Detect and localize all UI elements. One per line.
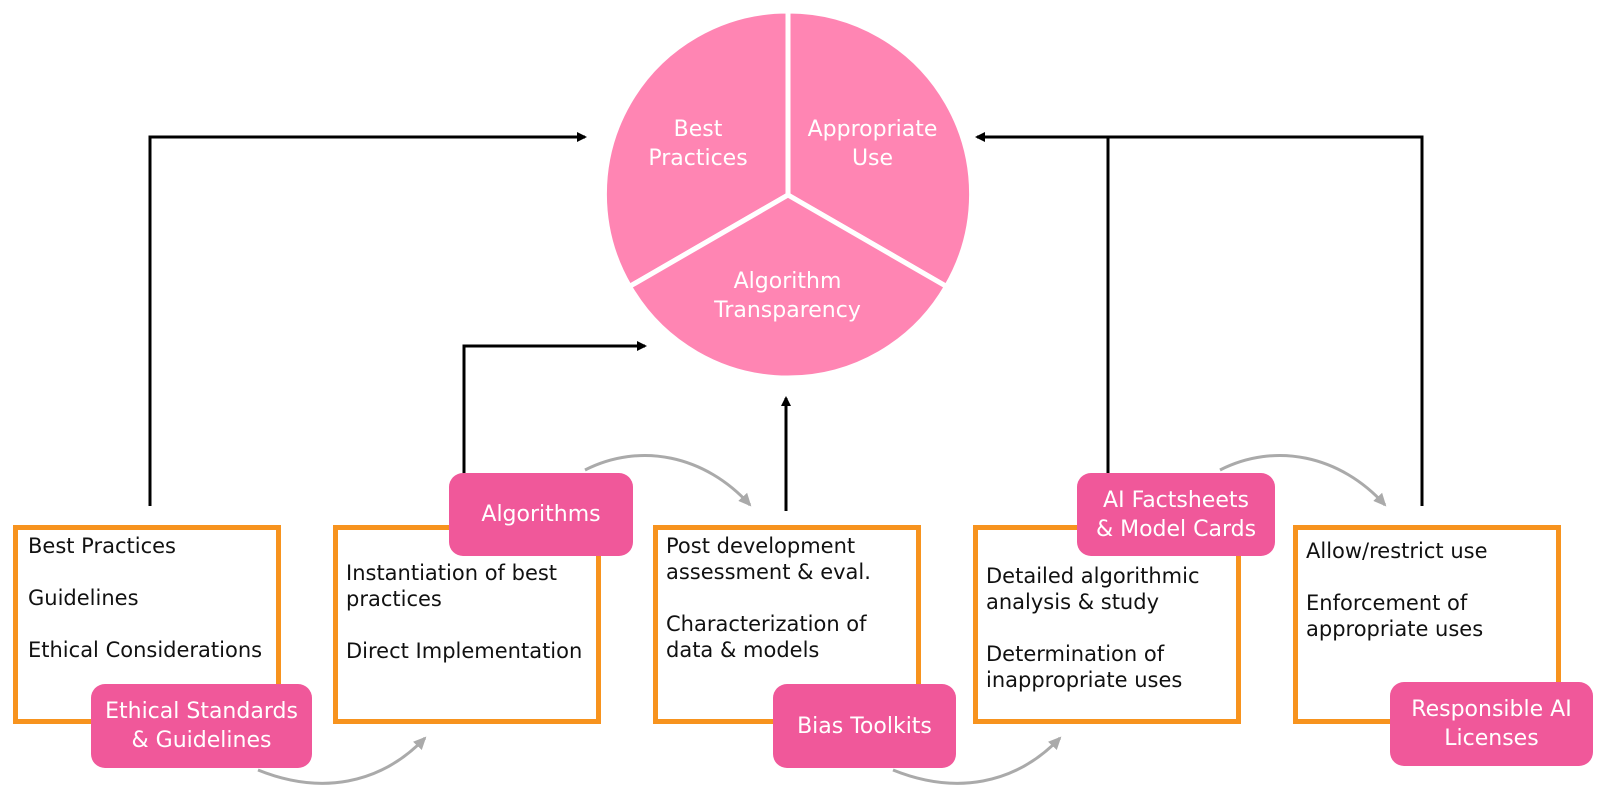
box-algorithms-text: Instantiation of best practices Direct I… (346, 561, 583, 663)
tag-ai-factsheets: AI Factsheets & Model Cards (1077, 473, 1275, 556)
gray-flow-arrows (257, 454, 1387, 785)
curve-arrow-1-to-2 (257, 736, 427, 785)
tag-algorithms: Algorithms (449, 473, 633, 556)
pie-segment-algorithm-transparency (626, 192, 950, 381)
tag-responsible-ai-licenses: Responsible AI Licenses (1390, 682, 1593, 766)
box-algorithms (333, 525, 601, 724)
box-ai-factsheets-text: Detailed algorithmic analysis & study De… (986, 564, 1200, 692)
pie-label-algorithm-transparency: Algorithm Transparency (714, 269, 861, 323)
black-arrows (148, 132, 1424, 511)
box-responsible-ai-licenses-text: Allow/restrict use Enforcement of approp… (1306, 539, 1488, 641)
arrow-algorithms-to-pie (462, 341, 647, 473)
box-bias-toolkits-text: Post development assessment & eval. Char… (666, 534, 871, 662)
box-ethical-standards-text: Best Practices Guidelines Ethical Consid… (28, 534, 263, 662)
tag-bias-toolkits: Bias Toolkits (773, 684, 956, 768)
tag-ethical-standards: Ethical Standards & Guidelines (91, 684, 312, 768)
pie-label-appropriate-use: Appropriate Use (807, 117, 938, 171)
pie-segment-appropriate-use (785, 8, 975, 290)
framework-pie (601, 8, 975, 381)
curve-arrow-3-to-4 (892, 736, 1062, 785)
arrow-box1-to-best-practices (148, 132, 587, 506)
curve-arrow-2-to-3 (584, 454, 752, 507)
arrow-box5-to-appropriate-use (975, 132, 1424, 506)
pie-label-best-practices: Best Practices (648, 117, 748, 171)
pie-segment-best-practices (601, 8, 791, 290)
curve-arrow-4-to-5 (1219, 454, 1387, 507)
